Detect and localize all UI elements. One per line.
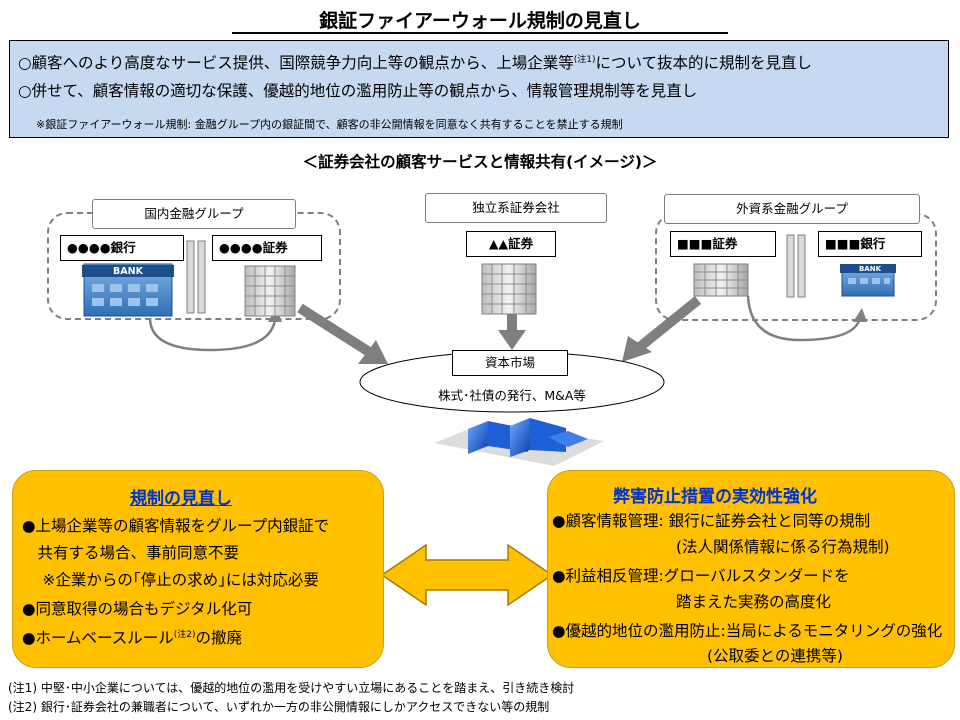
domestic-group-label: 国内金融グループ	[92, 199, 296, 229]
capital-market-detail: 株式･社債の発行、M&A等	[438, 388, 586, 403]
domestic-securities-label: ●●●●証券	[212, 235, 322, 261]
page-title: 銀証ファイアーウォール規制の見直し	[319, 10, 641, 32]
foreign-bank-icon	[840, 264, 896, 297]
summary-line-1-text: ○顧客へのより高度なサービス提供、国際競争力向上等の観点から、上場企業等	[18, 54, 574, 72]
summary-note-marker: (注1)	[573, 54, 596, 65]
title-underline	[232, 32, 728, 34]
independent-group-label: 独立系証券会社	[425, 193, 607, 223]
foreign-firewall-pillars	[786, 234, 806, 298]
right-panel-item-1: ●顧客情報管理: 銀行に証券会社と同等の規制	[552, 512, 871, 530]
left-panel-item-3-tail: の撤廃	[195, 629, 243, 647]
independent-securities-icon	[481, 263, 537, 315]
left-panel-note-marker: (注2)	[173, 629, 196, 640]
right-panel-item-3-cont: (公取委との連携等)	[552, 647, 843, 665]
foreign-cycle-arrowhead	[853, 308, 867, 322]
domestic-cycle-arrow	[148, 317, 277, 352]
summary-box: ○顧客へのより高度なサービス提供、国際競争力向上等の観点から、上場企業等(注1)…	[9, 40, 949, 138]
independent-securities-label: ▲▲証券	[466, 231, 556, 257]
footnote-2: (注2) 銀行･証券会社の兼職者について、いずれか一方の非公開情報にしかアクセス…	[8, 700, 550, 714]
footnote-1: (注1) 中堅･中小企業については、優越的地位の濫用を受けやすい立場にあることを…	[8, 681, 575, 695]
mitigation-panel	[547, 470, 955, 668]
foreign-cycle-arrow	[746, 295, 862, 342]
left-panel-item-1: ●上場企業等の顧客情報をグループ内銀証で	[22, 517, 330, 535]
left-panel-item-3-text: ●ホームベースルール	[22, 629, 174, 647]
domestic-firewall-pillars	[186, 240, 206, 314]
left-panel-item-1-note: ※企業からの｢停止の求め｣には対応必要	[22, 571, 319, 589]
domestic-securities-icon	[244, 265, 296, 317]
domestic-bank-label: ●●●●銀行	[60, 235, 184, 261]
capital-market-label: 資本市場	[452, 350, 568, 376]
right-panel-item-1-cont: (法人関係情報に係る行為規制)	[552, 538, 890, 556]
diagram-subtitle: ＜証券会社の顧客サービスと情報共有(イメージ)＞	[302, 153, 658, 171]
mitigation-title: 弊害防止措置の実効性強化	[613, 487, 817, 507]
summary-line-2: ○併せて、顧客情報の適切な保護、優越的地位の濫用防止等の観点から、情報管理規制等…	[18, 82, 698, 100]
summary-line-1-tail: について抜本的に規制を見直し	[595, 54, 813, 72]
summary-line-1: ○顧客へのより高度なサービス提供、国際競争力向上等の観点から、上場企業等(注1)…	[18, 51, 812, 73]
foreign-group-box	[655, 213, 937, 321]
left-panel-item-2: ●同意取得の場合もデジタル化可	[22, 600, 253, 618]
foreign-securities-icon	[693, 263, 749, 297]
arrow-foreign-to-market	[622, 296, 702, 362]
arrow-domestic-to-market	[297, 303, 388, 364]
foreign-bank-sign: BANK	[858, 265, 882, 273]
foreign-group-label: 外資系金融グループ	[664, 194, 920, 224]
regulation-review-title: 規制の見直し	[130, 489, 232, 509]
domestic-bank-icon	[82, 263, 174, 317]
left-panel-item-1-cont: 共有する場合、事前同意不要	[22, 544, 240, 562]
domestic-bank-sign: BANK	[113, 266, 143, 277]
left-panel-item-3: ●ホームベースルール(注2)の撤廃	[22, 626, 242, 648]
right-panel-item-3: ●優越的地位の濫用防止:当局によるモニタリングの強化	[552, 622, 943, 640]
right-panel-item-2: ●利益相反管理:グローバルスタンダードを	[552, 567, 850, 585]
summary-note: ※銀証ファイアーウォール規制: 金融グループ内の銀証間で、顧客の非公開情報を同意…	[36, 118, 623, 131]
regulation-review-panel	[12, 470, 384, 668]
bidirectional-arrow	[380, 543, 554, 607]
right-panel-item-2-cont: 踏まえた実務の高度化	[552, 593, 832, 611]
foreign-bank-label: ■■■銀行	[818, 231, 922, 257]
foreign-securities-label: ■■■証券	[670, 231, 776, 257]
city-skyline-icon	[434, 418, 604, 466]
